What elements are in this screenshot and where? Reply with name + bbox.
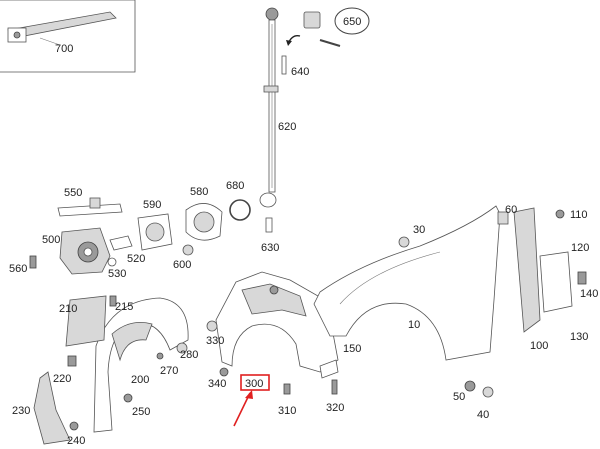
label-650: 650: [343, 16, 361, 28]
label-240: 240: [67, 435, 85, 447]
label-600: 600: [173, 259, 191, 271]
label-40: 40: [477, 409, 489, 421]
label-300: 300: [245, 378, 263, 390]
label-340: 340: [208, 378, 226, 390]
support-rod-620: [259, 7, 287, 233]
label-520: 520: [127, 253, 145, 265]
label-640: 640: [291, 66, 309, 78]
label-280: 280: [180, 349, 198, 361]
label-560: 560: [9, 263, 27, 275]
label-530: 530: [108, 268, 126, 280]
label-250: 250: [132, 406, 150, 418]
label-150: 150: [343, 343, 361, 355]
label-270: 270: [160, 365, 178, 377]
label-10: 10: [408, 319, 420, 331]
bracket-550: [57, 197, 123, 217]
part-labels: 700 650 640 620 630 550 590 580 680 500 …: [9, 16, 598, 447]
ring-680: [229, 199, 251, 221]
label-580: 580: [190, 186, 208, 198]
label-220: 220: [53, 373, 71, 385]
highlight-arrow: [233, 392, 251, 427]
label-30: 30: [413, 224, 425, 236]
screw-650: [286, 7, 370, 47]
label-700: 700: [55, 43, 73, 55]
wheel-arch-liner-200: [33, 295, 189, 445]
label-120: 120: [571, 242, 589, 254]
label-320: 320: [326, 402, 344, 414]
label-310: 310: [278, 405, 296, 417]
label-230: 230: [12, 405, 30, 417]
label-210: 210: [59, 303, 77, 315]
label-110: 110: [570, 209, 588, 221]
bolt-50-40: [464, 380, 494, 398]
label-60: 60: [505, 204, 517, 216]
label-100: 100: [530, 340, 548, 352]
label-680: 680: [226, 180, 244, 192]
label-500: 500: [42, 234, 60, 246]
side-panel-100: [513, 207, 587, 333]
highlight-arrow-head: [245, 390, 253, 399]
label-590: 590: [143, 199, 161, 211]
label-200: 200: [131, 374, 149, 386]
gasket-580: [185, 203, 223, 241]
label-140: 140: [580, 288, 598, 300]
gasket-590: [137, 213, 173, 251]
label-330: 330: [206, 335, 224, 347]
label-215: 215: [115, 301, 133, 313]
label-620: 620: [278, 121, 296, 133]
wheel-arch-liner-300: [206, 271, 339, 395]
inset-box-700: [0, 0, 136, 73]
label-550: 550: [64, 187, 82, 199]
highlight-box: [240, 374, 270, 391]
label-630: 630: [261, 242, 279, 254]
fender-10: [313, 205, 509, 361]
label-130: 130: [570, 331, 588, 343]
horn-500: [29, 227, 194, 275]
label-50: 50: [453, 391, 465, 403]
